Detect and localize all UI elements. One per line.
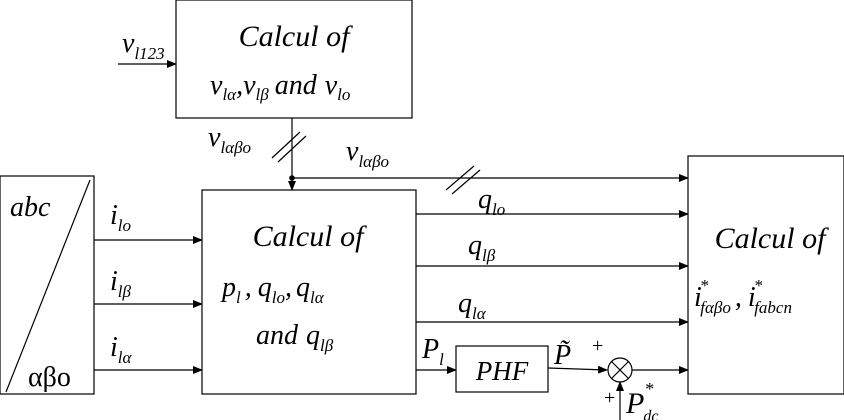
top-calc-block bbox=[175, 0, 413, 119]
pdc-label: P*dc bbox=[625, 379, 658, 420]
bus-slash-vertical-1 bbox=[271, 131, 301, 159]
sum-plus-top: + bbox=[592, 335, 603, 357]
phf-block bbox=[455, 345, 549, 393]
transform-diagonal bbox=[5, 179, 91, 393]
right-calc-block bbox=[687, 155, 844, 395]
p-tilde-label: P̃ bbox=[553, 340, 571, 371]
top-block-title: Calcul of bbox=[239, 20, 353, 53]
bus-label-v-lab0-horizontal: vlαβo bbox=[346, 136, 389, 171]
output-q-la-label: qlα bbox=[458, 288, 487, 323]
bus-label-v-lab0-vertical: vlαβo bbox=[208, 122, 251, 157]
center-block-title: Calcul of bbox=[253, 220, 367, 253]
input-i-lo-label: ilo bbox=[110, 200, 131, 235]
phf-to-sum-arrow bbox=[547, 365, 608, 374]
bus-slash-horizontal-1 bbox=[445, 165, 475, 191]
right-block-title: Calcul of bbox=[715, 222, 829, 255]
center-calc-block bbox=[201, 189, 417, 395]
sum-plus-bottom: + bbox=[604, 387, 615, 409]
input-v-l123-label: vl123 bbox=[122, 28, 165, 63]
bus-slash-horizontal-2 bbox=[451, 169, 481, 195]
transform-block bbox=[0, 175, 95, 395]
center-block-formula-1: pl,qlo,qlα bbox=[220, 272, 325, 307]
input-i-la-label: ilα bbox=[110, 332, 133, 367]
right-block-formula: i*fαβo,i*fabcn bbox=[694, 276, 792, 317]
bus-slash-vertical-2 bbox=[277, 135, 307, 163]
transform-abc-label: abc bbox=[10, 192, 51, 223]
pl-label: Pl bbox=[421, 334, 444, 369]
transform-aby0-label: αβo bbox=[28, 362, 71, 393]
phf-label: PHF bbox=[475, 356, 529, 386]
input-i-lb-label: ilβ bbox=[110, 266, 132, 301]
output-q-lb-label: qlβ bbox=[468, 230, 496, 265]
summing-cross-2 bbox=[611, 361, 629, 379]
